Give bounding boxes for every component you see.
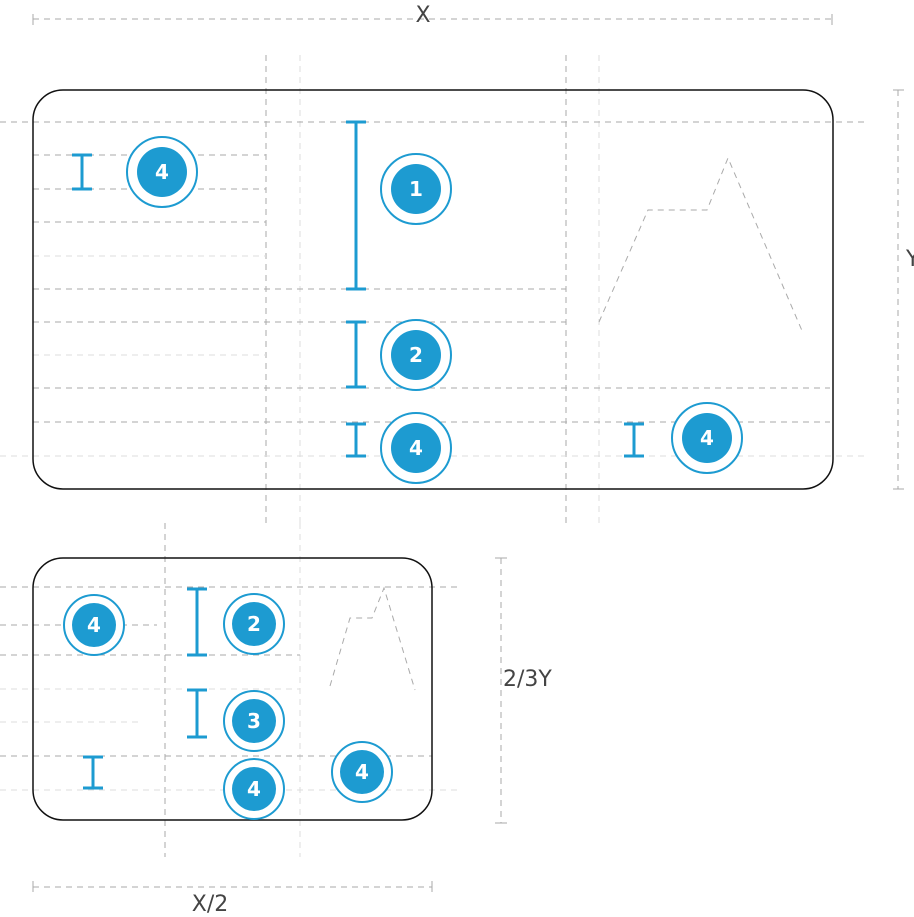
height-label: Y (905, 247, 914, 272)
svg-text:1: 1 (409, 177, 423, 201)
small-guides (0, 523, 457, 857)
svg-text:4: 4 (155, 160, 169, 184)
large-layout-frame (32, 89, 834, 490)
svg-text:2: 2 (247, 612, 261, 636)
svg-text:4: 4 (247, 777, 261, 801)
badge: 2 (223, 593, 285, 655)
svg-text:4: 4 (409, 436, 423, 460)
badge: 4 (126, 136, 198, 208)
large-chart-sketch (598, 156, 804, 334)
svg-text:4: 4 (700, 426, 714, 450)
half-width-dimension: X/2 (32, 881, 433, 917)
badge: 4 (63, 594, 125, 656)
small-layout-frame (32, 557, 433, 821)
badge: 4 (671, 402, 743, 474)
svg-text:4: 4 (355, 760, 369, 784)
width-label: X (415, 3, 430, 28)
badge: 2 (380, 319, 452, 391)
badge: 4 (331, 741, 393, 803)
height-dimension: Y (893, 89, 914, 490)
svg-text:2: 2 (409, 343, 423, 367)
svg-text:3: 3 (247, 709, 261, 733)
half-width-label: X/2 (192, 892, 228, 917)
badge: 1 (380, 153, 452, 225)
svg-text:4: 4 (87, 613, 101, 637)
spacing-markers (72, 120, 644, 790)
two-thirds-height-label: 2/3Y (503, 667, 552, 692)
width-dimension: X (32, 3, 833, 28)
small-chart-sketch (329, 586, 416, 691)
badge: 4 (223, 758, 285, 820)
badge: 3 (223, 690, 285, 752)
badge: 4 (380, 412, 452, 484)
two-thirds-height-dimension: 2/3Y (495, 557, 552, 824)
